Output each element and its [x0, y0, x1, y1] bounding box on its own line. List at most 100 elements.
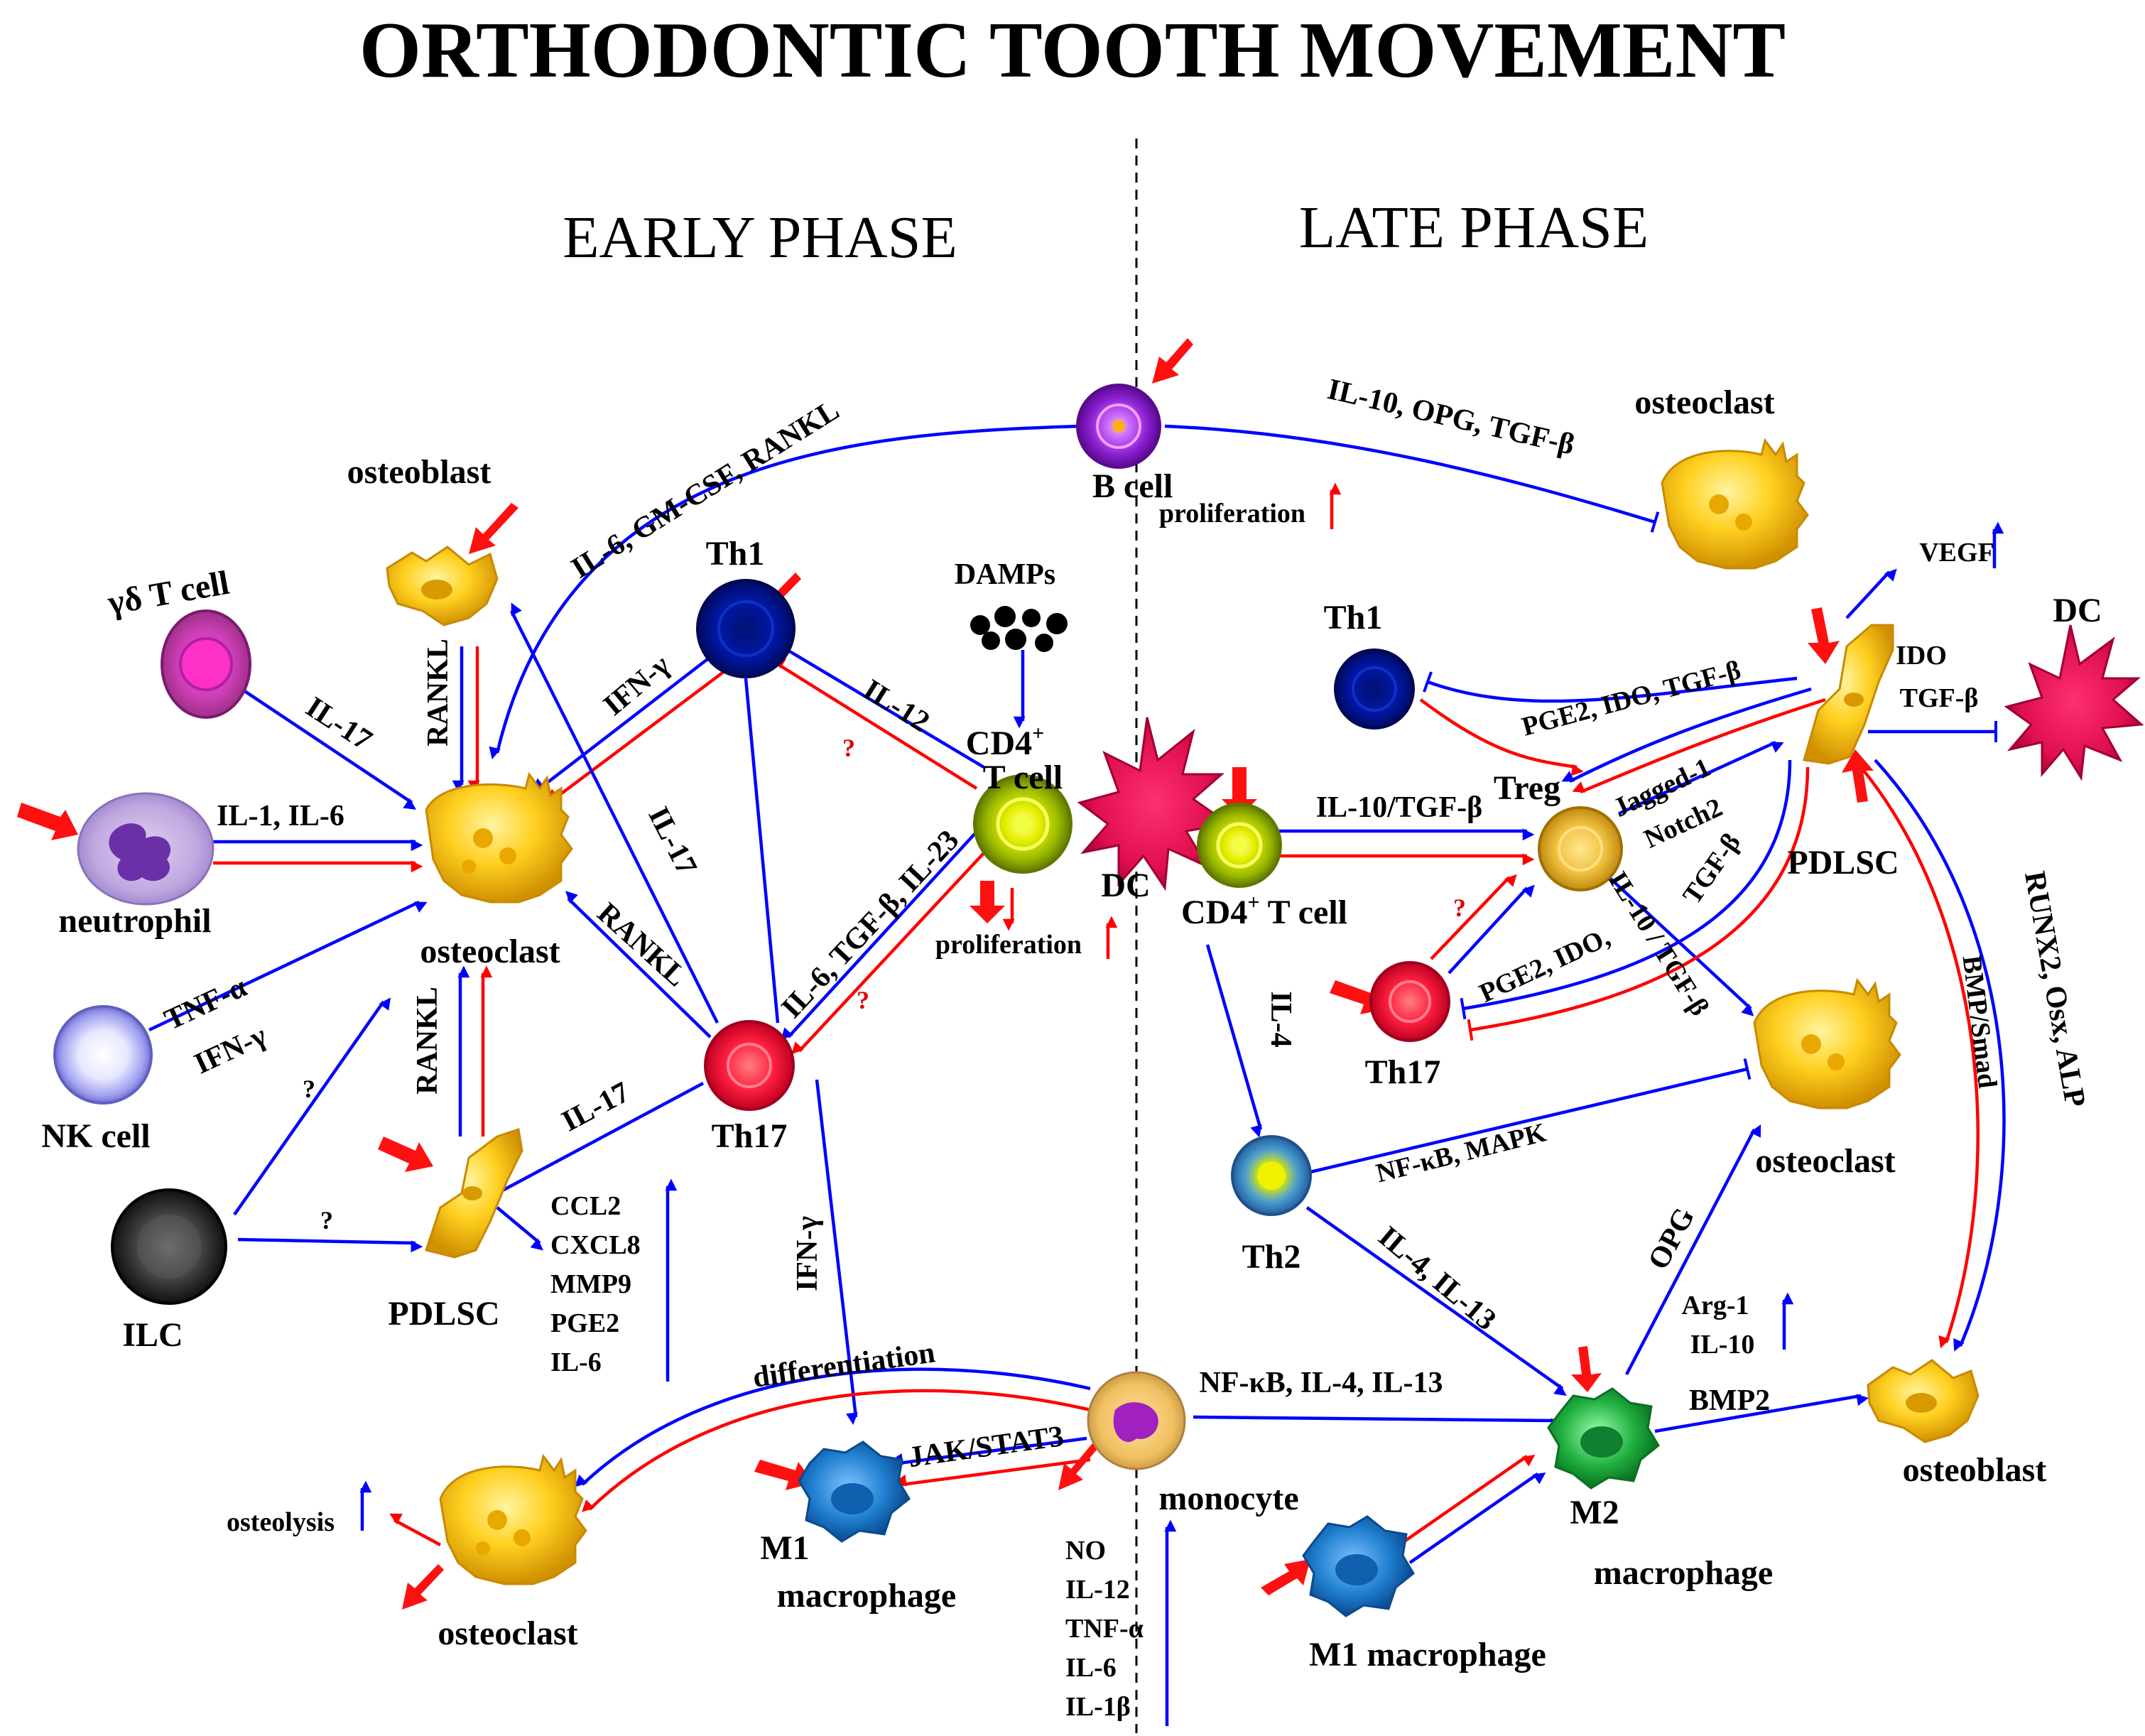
- label-nfkb-mapk: NF-κB, MAPK: [1373, 1117, 1549, 1188]
- monocyte-label: monocyte: [1158, 1480, 1298, 1517]
- arrow-monocyte-to-m1-blue: [890, 1436, 1087, 1465]
- cd4-late-label: CD4+ T cell: [1181, 891, 1347, 931]
- highlight-arrow-cd4-early: [970, 881, 1005, 923]
- osteoclast-top-right-icon: [1661, 438, 1809, 570]
- highlight-arrow-m2: [1571, 1346, 1602, 1392]
- arrow-monocyte-to-m2: [1193, 1415, 1563, 1431]
- arrow-cd4-to-th1-red: [773, 657, 978, 790]
- cd4-late-label-sup: +: [1247, 891, 1259, 914]
- label-ifn-nk: IFN-γ: [190, 1019, 272, 1081]
- secreted-item: MMP9: [550, 1269, 631, 1299]
- dc-early-label: DC: [1101, 867, 1150, 904]
- highlight-arrow-m1-late: [1261, 1559, 1310, 1595]
- label-ifn-th1: IFN-γ: [597, 649, 676, 722]
- label-osteolysis: osteolysis: [227, 1507, 335, 1537]
- cd4-early-icon: [973, 774, 1072, 874]
- th1-early-label: Th1: [706, 535, 765, 573]
- label-il6-tgf-il23: IL-6, TGF-β, IL-23: [776, 824, 966, 1025]
- secreted-item: NO: [1065, 1536, 1106, 1566]
- th17-early-icon: [704, 1020, 795, 1111]
- arrow-pdlsc-to-treg-red: [1572, 698, 1826, 794]
- osteoclast-bottom-icon: [439, 1453, 587, 1585]
- label-proliferation-dc: proliferation: [935, 930, 1082, 960]
- label-proliferation-b: proliferation: [1159, 499, 1305, 528]
- arrow-cd4-to-th2: [1205, 944, 1263, 1138]
- cd4-early-label-line1: CD4+: [966, 722, 1044, 762]
- th1-late-label: Th1: [1324, 599, 1383, 636]
- m1-secreted-list: NO IL-12 TNF-α IL-6 IL-1β: [1065, 1536, 1144, 1722]
- inhibit-pdlsc-to-th1-blue: [1423, 671, 1798, 703]
- secreted-item: CCL2: [550, 1191, 621, 1221]
- arrow-monocyte-to-osteoclast-red: [582, 1389, 1091, 1512]
- label-tgf-dc: TGF-β: [1900, 683, 1979, 713]
- label-bmp2: BMP2: [1689, 1384, 1770, 1417]
- arrow-th17-to-m1: [815, 1079, 858, 1425]
- b-cell-label: B cell: [1092, 467, 1173, 505]
- label-vegf: VEGF: [1919, 538, 1994, 568]
- arrow-pdlsc-to-vegf: [1845, 568, 1897, 619]
- arrow-monocyte-to-osteoclast-blue: [574, 1367, 1091, 1487]
- label-rankl-pdlsc: RANKL: [411, 987, 444, 1095]
- pdlsc-early-icon: [425, 1128, 523, 1259]
- th17-late-icon: [1369, 961, 1450, 1042]
- cd4-late-label-rest: T cell: [1259, 894, 1347, 931]
- late-phase-heading: LATE PHASE: [1299, 195, 1649, 261]
- dc-early-icon: [1077, 717, 1232, 891]
- line-th1-th17: [744, 678, 780, 1024]
- label-opg: OPG: [1642, 1203, 1701, 1275]
- ilc-label: ILC: [122, 1316, 183, 1354]
- secreted-item: CXCL8: [550, 1230, 641, 1260]
- th1-early-icon: [696, 579, 795, 678]
- th2-icon: [1231, 1135, 1312, 1216]
- gd-t-cell-icon: [161, 609, 251, 719]
- arrow-th2-to-m2: [1305, 1206, 1567, 1396]
- arrow-th17-to-osteoclast: [565, 891, 712, 1038]
- label-il10-tgf: IL-10/TGF-β: [1316, 791, 1482, 824]
- label-pge2-ido-tgf: PGE2, IDO, TGF-β: [1519, 655, 1744, 742]
- highlight-arrow-osteoclast-bottom: [402, 1564, 444, 1610]
- page-title: ORTHODONTIC TOOTH MOVEMENT: [359, 6, 1786, 94]
- increase-indicators: [359, 482, 1342, 1531]
- label-nfkb-il4-il13: NF-κB, IL-4, IL-13: [1200, 1367, 1443, 1399]
- highlight-arrow-pdlsc-late-bottom: [1842, 749, 1874, 803]
- th17-early-label: Th17: [712, 1117, 788, 1155]
- th1-late-icon: [1334, 649, 1415, 729]
- arrow-th17-to-pdlsc: [489, 1082, 705, 1195]
- highlight-arrow-bcell: [1152, 338, 1193, 384]
- arrow-cd4-to-th17-blue: [781, 823, 985, 1041]
- highlight-arrow-osteoblast: [469, 503, 518, 554]
- label-q2: ?: [320, 1206, 333, 1235]
- pdlsc-early-label: PDLSC: [388, 1295, 499, 1333]
- arrow-cd4-to-th1-blue: [776, 639, 985, 769]
- secreted-item: IL-6: [1065, 1653, 1117, 1683]
- label-tnf: TNF-α: [160, 970, 252, 1036]
- nk-cell-label: NK cell: [41, 1117, 150, 1155]
- early-phase-heading: EARLY PHASE: [563, 205, 957, 271]
- label-ifn-m1: IFN-γ: [791, 1216, 824, 1291]
- arrow-th17-to-osteoblast: [509, 602, 719, 1024]
- cd4-early-label-line2: T cell: [983, 759, 1063, 796]
- dc-late-label: DC: [2053, 592, 2102, 629]
- m2-label-line1: M2: [1570, 1494, 1619, 1531]
- osteoblast-top-icon: [386, 546, 499, 626]
- arrows: [148, 424, 2006, 1726]
- highlight-arrow-pdlsc: [378, 1136, 433, 1172]
- secreted-item: IL-1β: [1065, 1692, 1131, 1722]
- osteoclast-top-right-label: osteoclast: [1634, 384, 1774, 421]
- arrow-th1-to-osteoclast-red: [545, 670, 726, 801]
- label-il4-il13: IL-4, IL-13: [1372, 1220, 1502, 1337]
- arrow-th17-to-treg-blue: [1448, 884, 1535, 975]
- arrow-osteoclast-to-osteolysis: [389, 1513, 442, 1546]
- b-cell-icon: [1076, 384, 1161, 469]
- label-il17-pdlsc: IL-17: [557, 1076, 635, 1139]
- inhibit-pdlsc-to-th17-blue: [1460, 759, 1792, 1020]
- arrow-treg-to-pdlsc: [1619, 740, 1784, 815]
- arrow-ilc-to-osteoclast: [233, 997, 391, 1216]
- monocyte-icon: [1087, 1371, 1186, 1470]
- cd4-late-label-text: CD4: [1181, 894, 1247, 931]
- arrow-th17-to-treg-red: [1430, 874, 1517, 960]
- arrow-pdlsc-to-osteoblast-blue: [1874, 759, 2006, 1352]
- inhibit-pdlsc-to-th17-red: [1467, 766, 1810, 1041]
- label-il1-il6: IL-1, IL-6: [217, 800, 344, 832]
